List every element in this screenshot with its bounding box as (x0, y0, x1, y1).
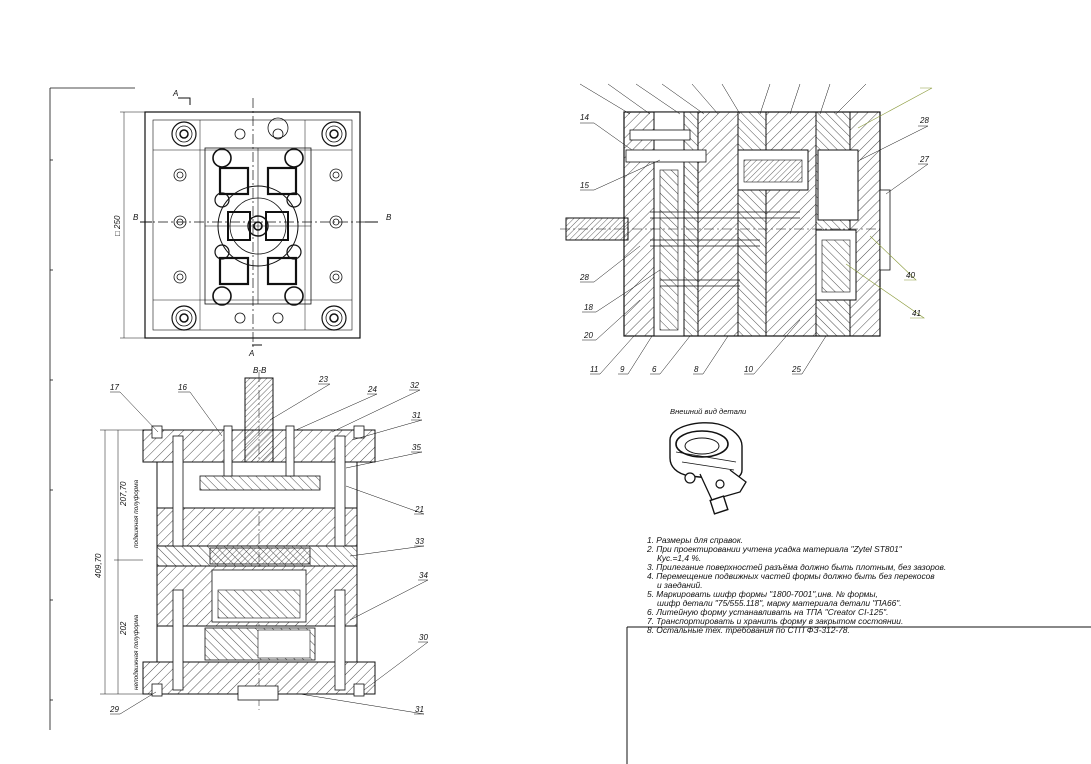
callout-18: 18 (584, 303, 593, 312)
note-6: 6. Литейную форму устанавливать на ТПА "… (647, 607, 888, 617)
note-3: 3. Прилегание поверхностей разъёма должн… (647, 562, 946, 572)
part-view-caption: Внешний вид детали (670, 407, 747, 416)
callout-30: 30 (419, 633, 428, 642)
section-mark-a-bottom: A (248, 349, 254, 358)
callout-31-top: 31 (412, 411, 421, 420)
callout-6: 6 (652, 365, 657, 374)
callout-33: 33 (415, 537, 424, 546)
callout-8: 8 (694, 365, 699, 374)
callout-32: 32 (410, 381, 419, 390)
callout-28-left: 28 (579, 273, 589, 282)
dim-upper: 207,70 (119, 481, 128, 507)
dim-lower: 202 (119, 621, 128, 636)
callout-16: 16 (178, 383, 187, 392)
sheet-frame (49, 87, 135, 730)
callout-35: 35 (412, 443, 421, 452)
callout-9: 9 (620, 365, 625, 374)
part-illustration (669, 422, 747, 515)
callout-14: 14 (580, 113, 589, 122)
callout-29: 29 (109, 705, 119, 714)
note-2: 2. При проектировании учтена усадка мате… (646, 544, 903, 554)
note-7: 7. Транспортировать и хранить форму в за… (647, 616, 903, 626)
note-4-cont: и заеданий. (657, 580, 703, 590)
section-mark-a-top: A (172, 89, 178, 98)
callout-20: 20 (583, 331, 593, 340)
label-lower-half: неподвижная полуформа (132, 614, 140, 690)
callout-23: 23 (318, 375, 328, 384)
note-4: 4. Перемещение подвижных частей формы до… (647, 571, 935, 581)
section-bb: 409,70 207,70 202 подвижная полуформа не… (94, 366, 429, 715)
plan-dimension: □ 250 (113, 215, 122, 236)
callout-15: 15 (580, 181, 589, 190)
part-view: Внешний вид детали (669, 407, 747, 515)
callout-34: 34 (419, 571, 428, 580)
callout-11: 11 (590, 365, 598, 374)
label-upper-half: подвижная полуформа (132, 479, 140, 548)
section-mark-b-right: B (386, 213, 392, 222)
callout-21: 21 (414, 505, 424, 514)
callout-25: 25 (791, 365, 801, 374)
callout-17: 17 (110, 383, 119, 392)
technical-notes: 1. Размеры для справок. 2. При проектиро… (646, 535, 946, 635)
section-mark-b-left: B (133, 213, 139, 222)
note-5-cont: шифр детали "75/555.118", марку материал… (657, 598, 902, 608)
note-8: 8. Остальные тех. требования по СТП ФЗ-3… (647, 625, 850, 635)
callout-40: 40 (906, 271, 915, 280)
note-1: 1. Размеры для справок. (647, 535, 743, 545)
title-block (626, 626, 1091, 764)
note-5: 5. Маркировать шифр формы "1800-7001",ин… (647, 589, 878, 599)
callout-28-top: 28 (919, 116, 929, 125)
dim-overall: 409,70 (94, 553, 103, 578)
callout-31-bottom: 31 (415, 705, 424, 714)
callout-10: 10 (744, 365, 753, 374)
callout-27: 27 (919, 155, 929, 164)
section-aa: 14 15 28 18 20 11 9 8 6 10 25 28 27 40 4… (560, 83, 933, 375)
note-2-cont: Кус.=1,4 %. (657, 553, 701, 563)
section-bb-title: B-B (253, 366, 267, 375)
callout-41: 41 (912, 309, 921, 318)
callout-24: 24 (367, 385, 377, 394)
plan-view: A A B B □ 250 (113, 89, 392, 358)
